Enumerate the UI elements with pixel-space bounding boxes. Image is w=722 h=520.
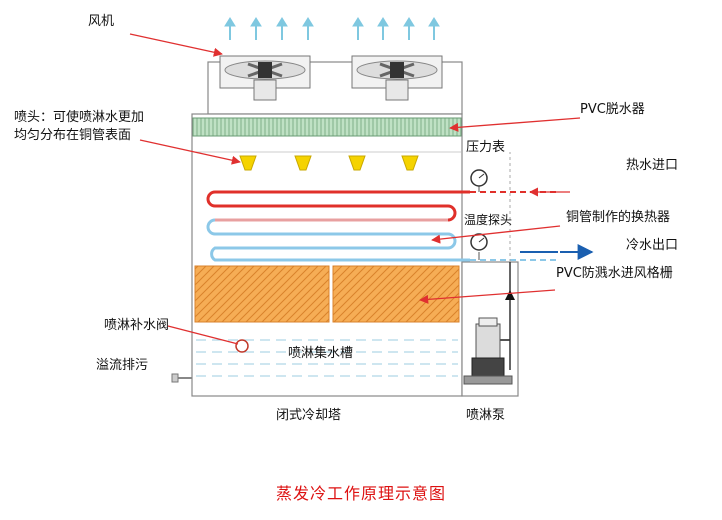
label-pvc-louver: PVC防溅水进风格栅	[556, 266, 673, 281]
label-nozzle: 喷头：可使喷淋水更加	[14, 110, 145, 125]
label-hot-water-in: 热水进口	[626, 158, 679, 173]
pressure-gauge-icon	[470, 169, 488, 192]
label-temp-probe: 温度探头	[464, 213, 513, 227]
label-pvc-eliminator: PVC脱水器	[580, 102, 645, 117]
label-fan: 风机	[88, 14, 115, 29]
pvc-louver-right	[332, 265, 460, 323]
diagram-title: 蒸发冷工作原理示意图	[275, 484, 446, 503]
temperature-gauge-icon	[470, 233, 488, 260]
pvc-louver-left	[194, 265, 330, 323]
makeup-valve-icon	[235, 339, 249, 353]
spray-nozzles	[239, 155, 419, 171]
label-overflow-drain: 溢流排污	[96, 358, 149, 373]
label-nozzle-line2: 均匀分布在铜管表面	[14, 128, 132, 143]
collection-tank-water	[196, 339, 458, 377]
fan-icon	[219, 55, 311, 101]
label-makeup-valve: 喷淋补水阀	[104, 318, 170, 333]
label-copper-exchanger: 铜管制作的换热器	[566, 210, 671, 225]
fan-icon	[351, 55, 443, 101]
label-tower-name: 闭式冷却塔	[276, 408, 342, 423]
label-collection-tank: 喷淋集水槽	[288, 346, 354, 361]
label-spray-pump: 喷淋泵	[466, 408, 506, 423]
pvc-eliminator	[192, 117, 462, 137]
label-pressure-gauge: 压力表	[466, 140, 506, 155]
leader-lines	[129, 33, 581, 345]
label-cold-water-out: 冷水出口	[626, 238, 679, 253]
spray-pump-icon	[463, 317, 513, 385]
air-outlet-arrows	[224, 17, 440, 40]
